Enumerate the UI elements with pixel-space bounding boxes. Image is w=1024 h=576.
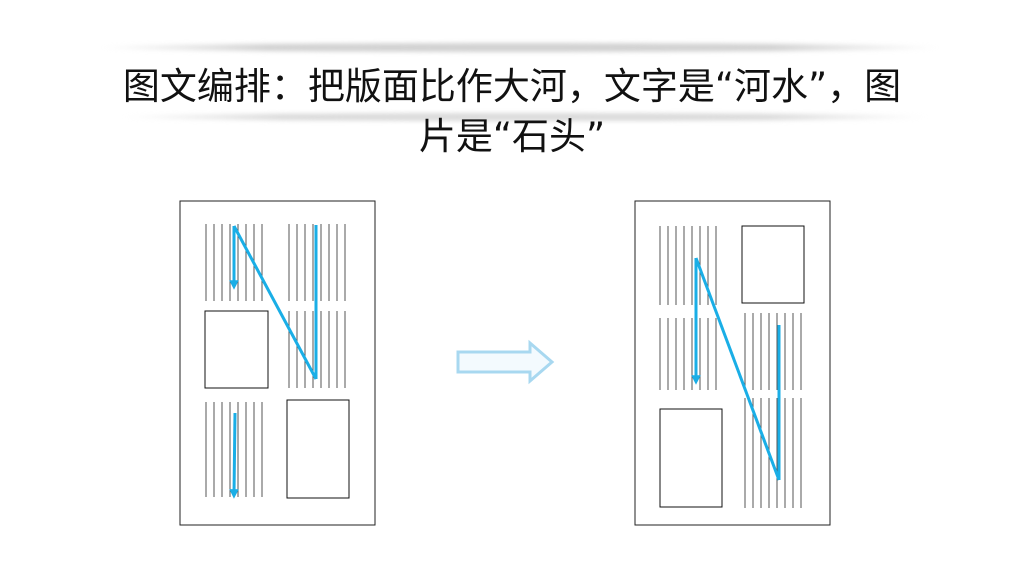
right-flow-diagonal	[694, 257, 781, 481]
right-image-block-1	[741, 225, 805, 304]
right-page-text-lines	[659, 226, 802, 508]
title-bottom-rule	[120, 113, 930, 121]
right-arrow-outline-icon	[456, 339, 555, 385]
right-flow-arrows	[691, 257, 781, 481]
title-top-rule	[100, 43, 940, 52]
left-image-block-1	[204, 310, 269, 389]
left-image-block-2	[286, 399, 350, 499]
left-page	[179, 200, 376, 526]
left-flow-diagonal	[232, 225, 318, 380]
title-line-1: 图文编排：把版面比作大河，文字是“河水”，图	[122, 65, 902, 108]
page-title: 图文编排：把版面比作大河，文字是“河水”，图 片是“石头”	[80, 62, 944, 162]
title-line-2: 片是“石头”	[418, 115, 606, 158]
left-flow-down-2	[229, 412, 239, 499]
left-flow-arrows	[229, 225, 318, 499]
right-page	[634, 200, 831, 526]
right-image-block-2	[659, 408, 723, 508]
